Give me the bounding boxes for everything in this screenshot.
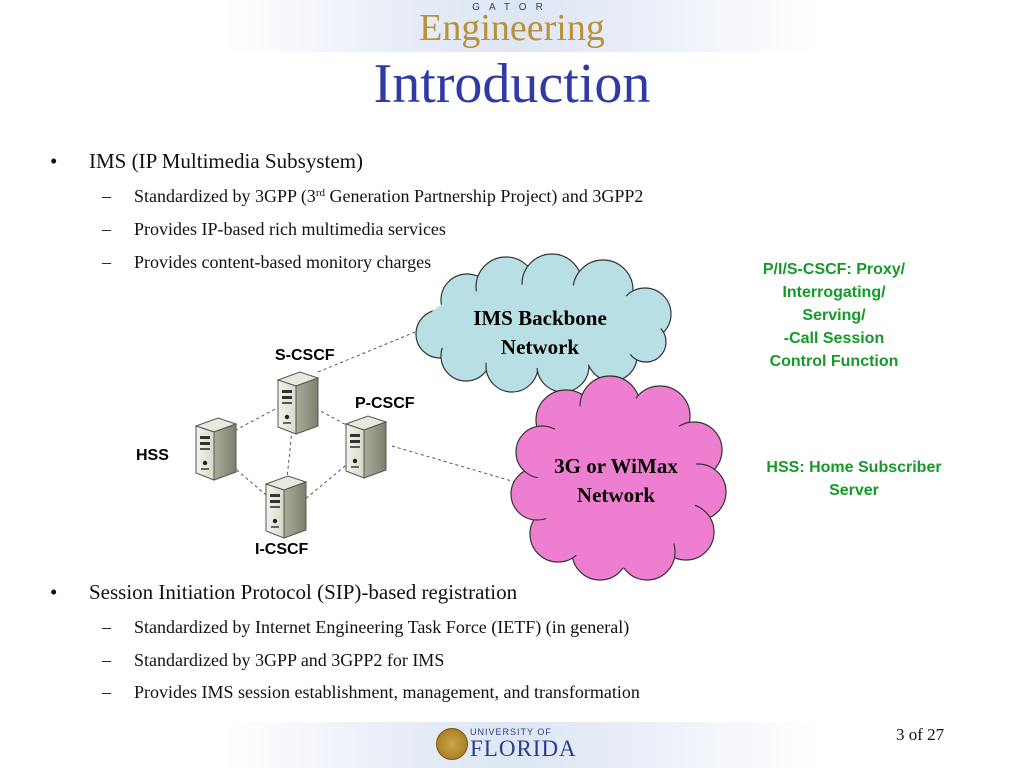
hss-server-icon bbox=[195, 417, 237, 481]
label-s-cscf: S-CSCF bbox=[275, 347, 335, 364]
ims-cloud-line2: Network bbox=[500, 335, 580, 359]
wimax-cloud-label: 3G or WiMax Network bbox=[516, 452, 716, 510]
footer-band bbox=[0, 722, 1024, 768]
sub1-post: Generation Partnership Project) and 3GPP… bbox=[324, 186, 644, 206]
header-band bbox=[0, 0, 1024, 52]
logo-engineering-text: Engineering bbox=[419, 7, 605, 49]
cscf-note-line: -Call Session bbox=[783, 330, 885, 347]
label-i-cscf: I-CSCF bbox=[255, 541, 309, 558]
university-seal-icon bbox=[436, 728, 468, 760]
logo-gator-text: GATOR bbox=[472, 2, 552, 13]
label-hss: HSS bbox=[136, 447, 169, 464]
link-scscf-ims bbox=[317, 327, 426, 373]
sub1-pre: Standardized by 3GPP (3 bbox=[134, 186, 316, 206]
s-cscf-server-icon bbox=[277, 371, 319, 435]
link-scscf-pcscf bbox=[299, 399, 353, 429]
label-p-cscf: P-CSCF bbox=[355, 395, 415, 412]
cscf-note-line: Serving/ bbox=[802, 307, 866, 324]
wimax-cloud-line1: 3G or WiMax bbox=[554, 454, 678, 478]
dash-marker: – bbox=[102, 682, 111, 702]
sub-bullet-charges: Provides content-based monitory charges bbox=[134, 252, 432, 272]
cscf-note-line: Control Function bbox=[769, 353, 899, 370]
dash-marker: – bbox=[102, 650, 111, 670]
university-of-text: UNIVERSITY OF bbox=[470, 727, 552, 737]
hss-note-line: HSS: Home Subscriber bbox=[766, 459, 942, 476]
page-title: Introduction bbox=[373, 53, 651, 115]
bullet-ims: IMS (IP Multimedia Subsystem) bbox=[89, 149, 363, 173]
sub1-sup: rd bbox=[315, 187, 325, 199]
bullet-marker: • bbox=[50, 149, 58, 173]
hss-note-line: Server bbox=[829, 482, 879, 499]
sub-bullet-session: Provides IMS session establishment, mana… bbox=[134, 682, 640, 702]
ims-cloud-label: IMS Backbone Network bbox=[440, 304, 640, 362]
cscf-note: P/I/S-CSCF: Proxy/ Interrogating/ Servin… bbox=[734, 258, 934, 373]
i-cscf-server-icon bbox=[265, 475, 307, 539]
sub-bullet-standardized-3gpp: Standardized by 3GPP (3rd Generation Par… bbox=[134, 185, 643, 207]
sub-bullet-ip-services: Provides IP-based rich multimedia servic… bbox=[134, 219, 446, 239]
link-hss-icscf bbox=[231, 465, 273, 501]
dash-marker: – bbox=[102, 252, 111, 272]
p-cscf-server-icon bbox=[345, 415, 387, 479]
florida-text: FLORIDA bbox=[470, 736, 577, 761]
page-number: 3 of 27 bbox=[896, 725, 945, 744]
link-pcscf-icscf bbox=[303, 461, 351, 501]
hss-note: HSS: Home Subscriber Server bbox=[732, 456, 976, 502]
cscf-note-line: P/I/S-CSCF: Proxy/ bbox=[762, 261, 906, 278]
sub-bullet-3gpp-ims: Standardized by 3GPP and 3GPP2 for IMS bbox=[134, 650, 445, 670]
ims-backbone-cloud bbox=[415, 253, 672, 393]
wimax-cloud bbox=[510, 375, 727, 581]
dash-marker: – bbox=[102, 219, 111, 239]
dash-marker: – bbox=[102, 617, 111, 637]
wimax-cloud-line2: Network bbox=[576, 483, 656, 507]
link-pcscf-wimax bbox=[391, 445, 523, 485]
bullet-sip: Session Initiation Protocol (SIP)-based … bbox=[89, 580, 518, 604]
sub-bullet-ietf: Standardized by Internet Engineering Tas… bbox=[134, 617, 630, 637]
ims-cloud-line1: IMS Backbone bbox=[473, 306, 607, 330]
dash-marker: – bbox=[102, 186, 111, 206]
bullet-marker: • bbox=[50, 580, 58, 604]
cscf-note-line: Interrogating/ bbox=[782, 284, 886, 301]
